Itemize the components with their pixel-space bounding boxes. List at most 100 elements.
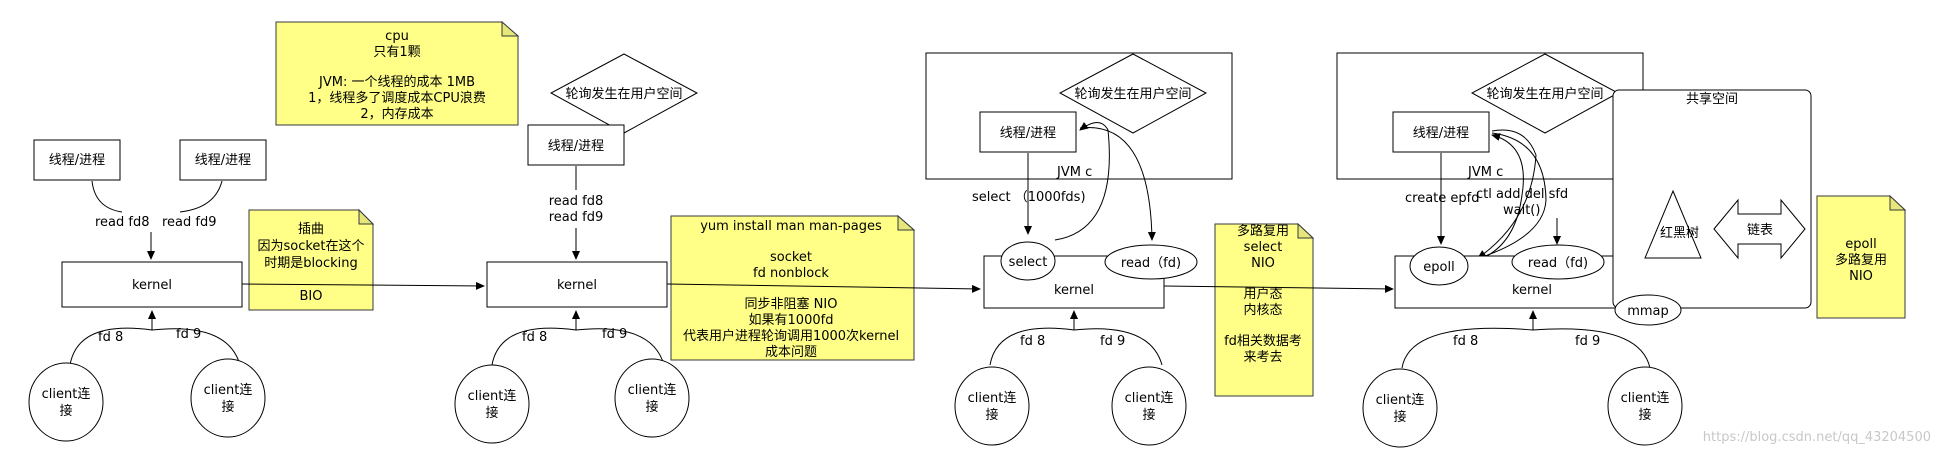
poll-user-label-4: 轮询发生在用户空间	[1486, 86, 1603, 102]
read-fd8-label: read fd8	[95, 215, 150, 230]
fd8-label-1: fd 8	[98, 330, 123, 345]
arrow-stage1-to-stage2	[241, 281, 485, 290]
poll-user-diamond-3	[1058, 53, 1208, 134]
stage-select: 轮询发生在用户空间 线程/进程 JVM c select （1000fds) k…	[925, 52, 1233, 446]
fd9-label-4: fd 9	[1575, 334, 1600, 349]
poll-user-label-2: 轮询发生在用户空间	[565, 86, 682, 102]
read-fd-node-3	[1104, 244, 1198, 280]
thread-label-3: 线程/进程	[1000, 126, 1056, 141]
note-multiplex-line5: 用户态	[1243, 286, 1282, 302]
note-cpu-line2: 只有1颗	[373, 45, 420, 60]
rbtree-triangle	[1644, 189, 1702, 259]
select-node-label: select	[1009, 255, 1048, 270]
note-nio-line3: socket	[770, 250, 812, 265]
fd9-label-1: fd 9	[176, 327, 201, 342]
thread-box-left	[33, 139, 121, 181]
read-label-2b: read fd9	[549, 210, 604, 225]
watermark: https://blog.csdn.net/qq_43204500	[1703, 430, 1931, 445]
note-epoll: epoll 多路复用 NIO	[1816, 194, 1907, 319]
kernel-box-2	[486, 261, 668, 308]
read-label-2a: read fd8	[549, 194, 604, 209]
note-nio-line9: 成本问题	[765, 345, 817, 360]
client-label-1a-l2: 接	[59, 403, 72, 419]
ctl-curve	[1465, 132, 1547, 264]
note-bio-line5: BIO	[300, 289, 323, 304]
select-return-curve	[1054, 122, 1110, 241]
read-curve-3	[1079, 127, 1156, 241]
client-node-3b	[1111, 366, 1187, 446]
client-label-1a-l1: client连	[42, 386, 91, 402]
rbtree-label: 红黑树	[1660, 225, 1699, 241]
wait-label: wait()	[1503, 203, 1540, 218]
client-label-2b-l1: client连	[628, 382, 677, 398]
note-multiplex-line3: NIO	[1251, 256, 1275, 271]
arrow-stage2-to-stage3	[666, 283, 981, 293]
wait-return-curve	[1471, 133, 1524, 263]
note-bio-line2: 因为socket在这个	[257, 238, 364, 254]
mmap-label: mmap	[1627, 304, 1669, 319]
list-label: 链表	[1747, 223, 1773, 238]
read-fd9-label: read fd9	[162, 215, 217, 230]
client-label-3a-l1: client连	[968, 390, 1017, 406]
kernel-label-3: kernel	[1054, 283, 1094, 298]
client-label-3b-l1: client连	[1125, 390, 1174, 406]
note-epoll-line1: epoll	[1845, 237, 1876, 252]
fd8-label-2: fd 8	[522, 330, 547, 345]
note-nio: yum install man man-pages socket fd nonb…	[670, 214, 916, 361]
note-nio-line8: 代表用户进程轮询调用1000次kernel	[683, 328, 899, 344]
fd8-label-3: fd 8	[1020, 334, 1045, 349]
client-curves-2	[491, 327, 665, 366]
client-node-1a	[28, 362, 104, 442]
thread-label-2: 线程/进程	[548, 139, 604, 154]
client-node-4a	[1362, 368, 1438, 448]
note-multiplex-line6: 内核态	[1243, 302, 1282, 318]
client-label-2a-l1: client连	[468, 388, 517, 404]
fd9-label-3: fd 9	[1100, 334, 1125, 349]
kernel-label-1: kernel	[132, 278, 172, 293]
mmap-node	[1614, 294, 1682, 326]
poll-user-diamond-4	[1470, 53, 1620, 134]
read-fd-label-3: read（fd)	[1121, 256, 1181, 271]
note-nio-line4: fd nonblock	[753, 266, 829, 281]
jvm-label-3: JVM c	[1056, 165, 1092, 180]
note-multiplex-line1: 多路复用	[1237, 223, 1289, 239]
arrow-stage3-to-stage4	[1163, 284, 1394, 293]
jvm-label-4: JVM c	[1467, 165, 1503, 180]
note-cpu-line6: 2，内存成本	[360, 106, 433, 122]
note-epoll-line2: 多路复用	[1835, 252, 1887, 268]
client-label-2a-l2: 接	[485, 405, 498, 421]
select-call-label: select （1000fds)	[972, 190, 1086, 205]
stage-epoll: 轮询发生在用户空间 线程/进程 JVM c create epfd ctl ad…	[1336, 52, 1812, 448]
note-nio-line1: yum install man man-pages	[700, 219, 882, 234]
fd9-label-2: fd 9	[602, 327, 627, 342]
note-nio-line6: 同步非阻塞 NIO	[745, 296, 838, 312]
user-space-box-3	[925, 52, 1233, 180]
note-multiplex-line8: fd相关数据考	[1224, 334, 1302, 349]
shared-space-label: 共享空间	[1686, 91, 1738, 107]
client-label-4b-l2: 接	[1638, 407, 1651, 423]
note-cpu-line1: cpu	[385, 29, 409, 44]
thread-box-right-label: 线程/进程	[195, 153, 251, 168]
client-label-4a-l1: client连	[1376, 392, 1425, 408]
note-nio-line7: 如果有1000fd	[749, 312, 834, 328]
client-label-4a-l2: 接	[1393, 409, 1406, 425]
client-label-3b-l2: 接	[1142, 407, 1155, 423]
read-fd-node-4	[1511, 244, 1605, 280]
thread-label-4: 线程/进程	[1413, 126, 1469, 141]
list-double-arrow	[1713, 198, 1806, 260]
client-label-3a-l2: 接	[985, 407, 998, 423]
wait-call-curve	[1477, 129, 1537, 259]
client-node-2b	[614, 358, 690, 438]
note-epoll-line3: NIO	[1849, 269, 1873, 284]
note-cpu-line5: 1，线程多了调度成本CPU浪费	[308, 90, 486, 106]
epoll-node-label: epoll	[1423, 260, 1454, 275]
thread-box-right	[179, 139, 267, 181]
stage-nio: 轮询发生在用户空间 线程/进程 read fd8 read fd9 kernel…	[454, 53, 699, 444]
client-curves-4	[1401, 327, 1651, 369]
note-multiplex-line9: 来考去	[1243, 350, 1282, 365]
client-curves-1	[69, 327, 241, 366]
read-curve-left	[91, 180, 123, 213]
client-node-1b	[190, 358, 266, 438]
note-cpu: cpu 只有1颗 JVM: 一个线程的成本 1MB 1，线程多了调度成本CPU浪…	[275, 20, 520, 126]
client-label-1b-l2: 接	[221, 399, 234, 415]
